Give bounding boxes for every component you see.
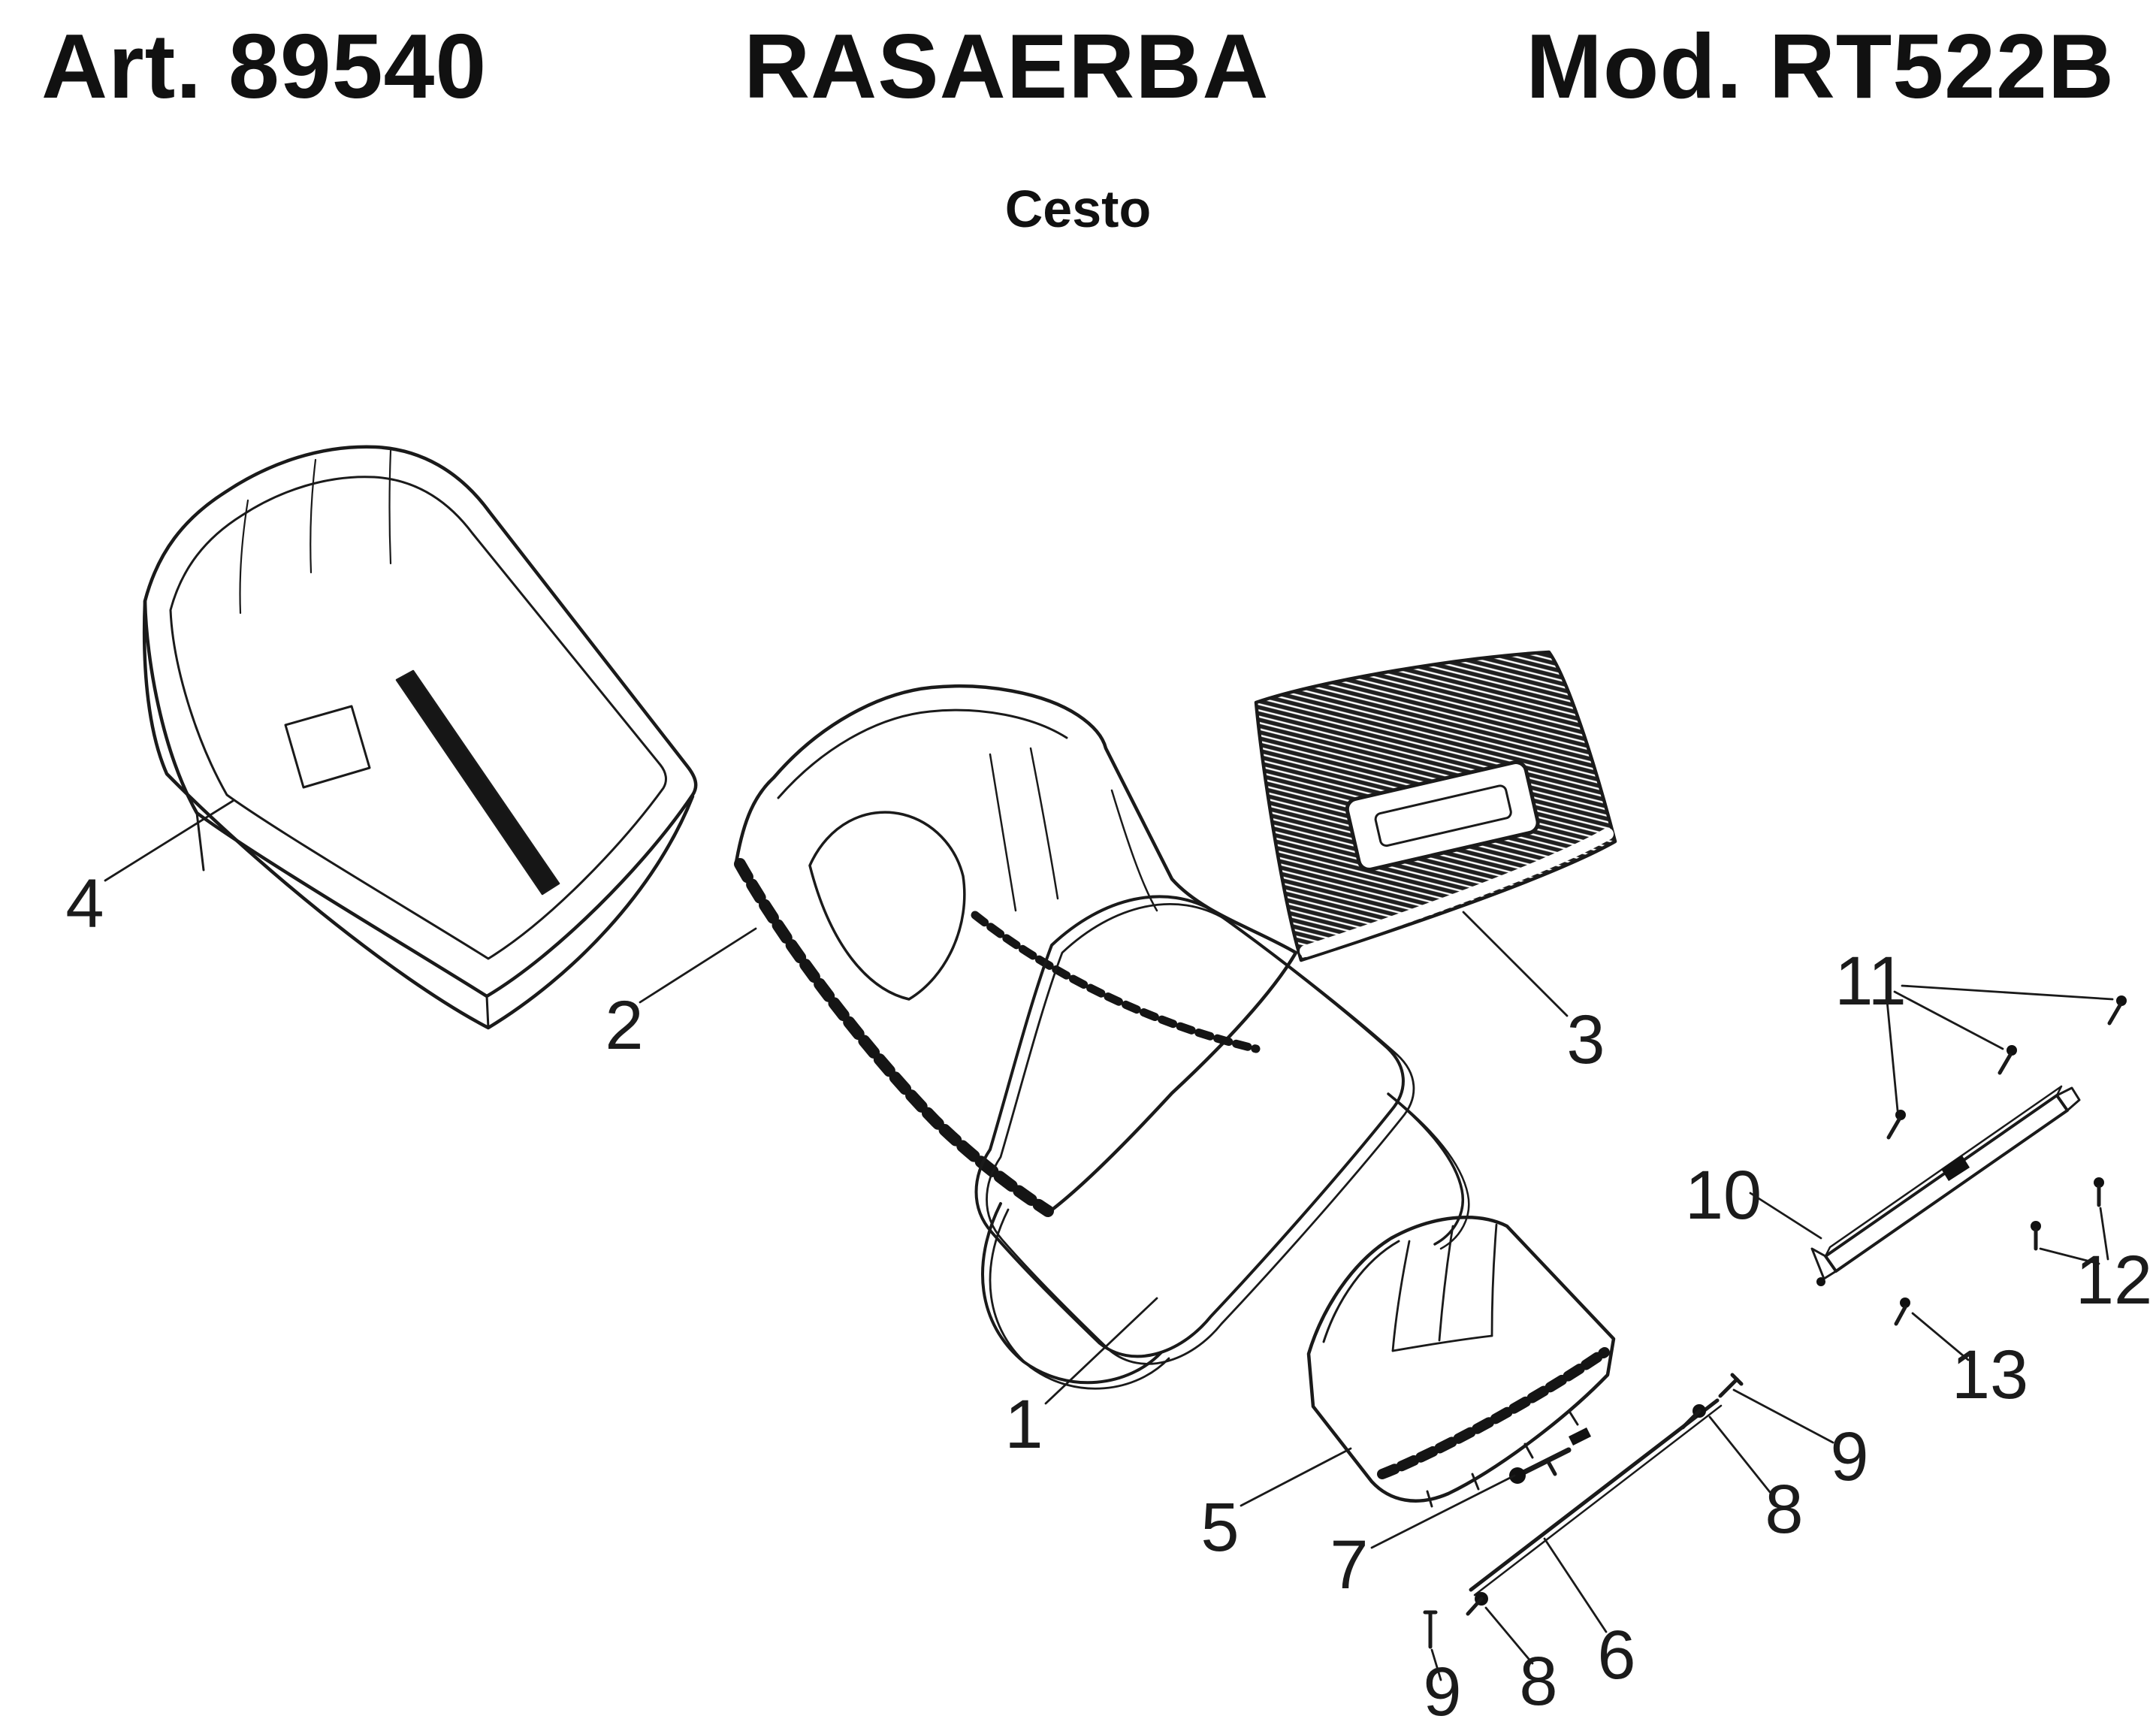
part-11-screws: [1886, 995, 2127, 1140]
part-8-screw-upper: [1680, 1404, 1706, 1430]
callout-part-9-upper: 9: [1830, 1418, 1869, 1495]
callout-part-8-lower: 8: [1519, 1643, 1558, 1720]
callout-part-6: 6: [1597, 1617, 1636, 1693]
flap-vent-edge: [1377, 1347, 1610, 1479]
lid-handle-recess: [1345, 760, 1540, 872]
part-6-rod: [1469, 1398, 1723, 1597]
product-name: RASAERBA: [744, 15, 1270, 117]
cover-window: [808, 811, 966, 1001]
part-1-basket-frame: [974, 895, 1470, 1390]
part-2-front-cover: [734, 684, 1298, 1217]
page-header: Art. 89540 RASAERBA Mod. RT522B: [0, 14, 2156, 119]
callout-part-4: 4: [65, 866, 104, 942]
part-8-screw-lower: [1466, 1592, 1488, 1616]
part-5-rear-flap: [1306, 1216, 1616, 1508]
callout-part-2: 2: [605, 987, 644, 1064]
part-3-top-lid: [1254, 650, 1617, 962]
leader-lines: [104, 799, 2114, 1681]
callout-part-9-lower: 9: [1423, 1654, 1462, 1725]
callout-part-12: 12: [2075, 1242, 2153, 1319]
callout-part-8-upper: 8: [1765, 1471, 1804, 1548]
article-number: Art. 89540: [41, 15, 488, 117]
callout-part-13: 13: [1951, 1337, 2029, 1413]
callout-part-7: 7: [1330, 1527, 1369, 1603]
cover-vent-edge: [734, 858, 1054, 1217]
basket-label-patch: [284, 705, 371, 789]
part-9-pin-upper: [1718, 1373, 1744, 1398]
part-10-rear-bar: [1810, 1085, 2081, 1286]
part-9-pin-lower: [1423, 1610, 1438, 1649]
basket-slot: [395, 669, 560, 896]
part-7-bolt: [1509, 1427, 1591, 1484]
part-12-screws: [2031, 1177, 2104, 1251]
part-4-basket-shell: [142, 445, 698, 1030]
model-number: Mod. RT522B: [1526, 15, 2115, 117]
callout-part-1: 1: [1004, 1386, 1043, 1463]
callout-part-5: 5: [1200, 1489, 1240, 1566]
diagram-subtitle: Cesto: [1004, 180, 1152, 238]
callout-part-10: 10: [1684, 1157, 1762, 1234]
part-13-screw: [1894, 1298, 1910, 1326]
callout-part-3: 3: [1566, 1001, 1605, 1078]
callout-part-11: 11: [1834, 943, 1907, 1020]
